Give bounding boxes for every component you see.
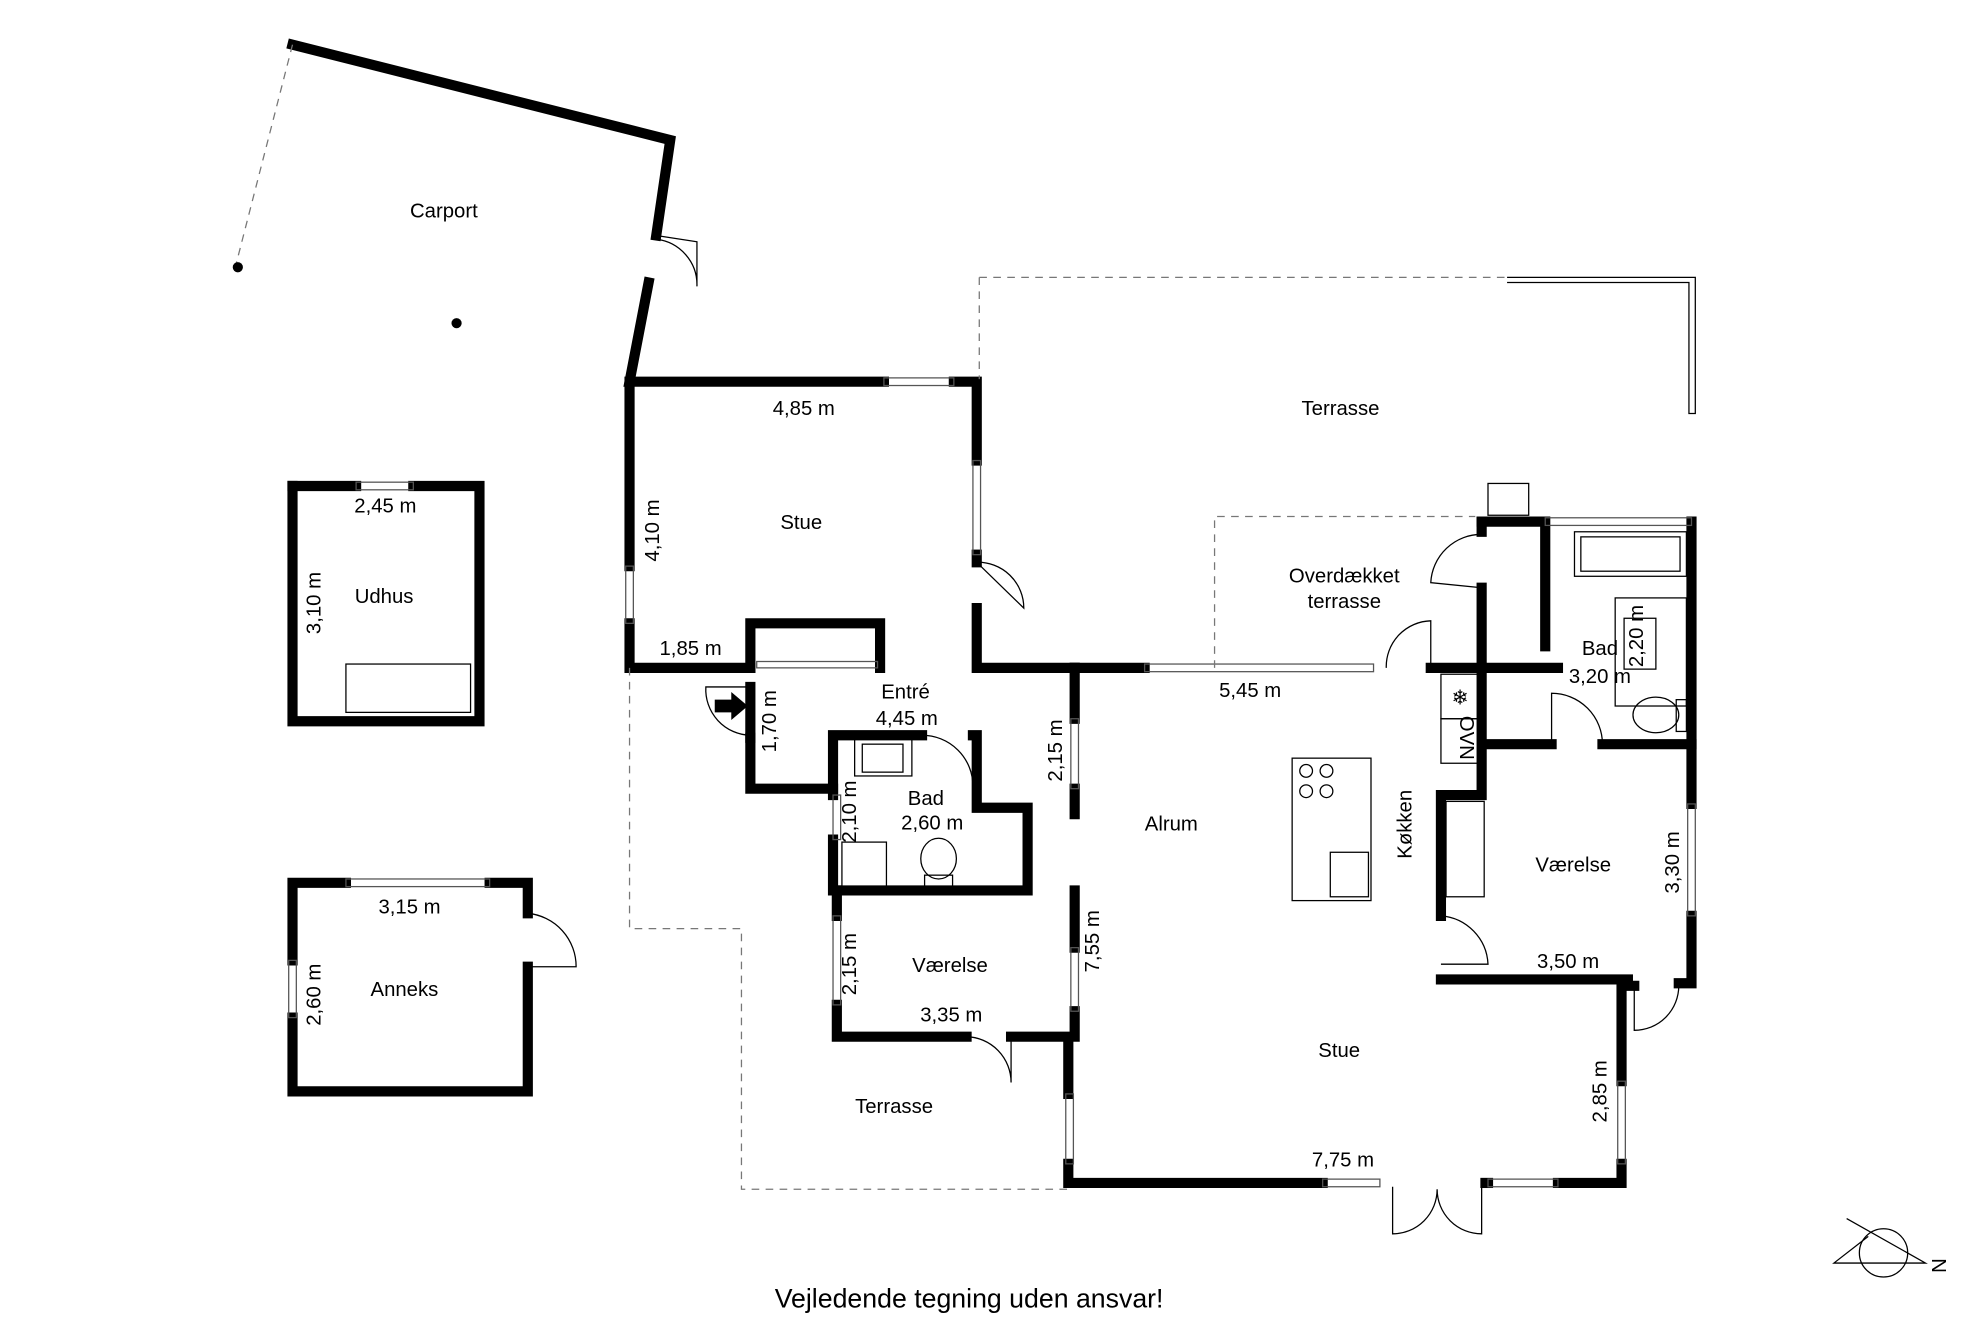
oven-label: OVN: [1455, 716, 1477, 760]
room-bad-right: Bad: [1582, 638, 1618, 660]
freezer-icon: ❄: [1451, 688, 1468, 710]
dim-label: 2,45 m: [354, 496, 416, 518]
dim-label: 3,15 m: [378, 896, 440, 918]
carport-post: [451, 318, 462, 329]
entrance-arrow-icon: [714, 692, 748, 721]
room-stue-left: Stue: [780, 512, 822, 534]
room-kokken: Køkken: [1395, 790, 1417, 859]
dim-label: 4,10 m: [642, 499, 664, 561]
dim-label: 5,45 m: [1219, 680, 1281, 702]
room-vaerelse-left: Værelse: [912, 955, 988, 977]
dim-label: 3,20 m: [1569, 666, 1631, 688]
fixtures: [345, 482, 1688, 902]
dim-label: 2,10 m: [839, 780, 861, 842]
room-vaerelse-right: Værelse: [1535, 854, 1611, 876]
room-labels: Carport Udhus Anneks Stue Terrasse Overd…: [355, 201, 1618, 1118]
room-alrum: Alrum: [1145, 814, 1198, 836]
room-stue-main: Stue: [1318, 1040, 1360, 1062]
carport-post: [232, 262, 243, 273]
terrace-outlines: [234, 44, 1696, 1190]
dim-label: 7,75 m: [1312, 1149, 1374, 1171]
dim-label: 2,20 m: [1626, 605, 1648, 667]
svg-text:N: N: [1927, 1258, 1949, 1273]
dim-label: 1,85 m: [660, 638, 722, 660]
disclaimer-text: Vejledende tegning uden ansvar!: [775, 1284, 1164, 1314]
dim-label: 2,85 m: [1589, 1060, 1611, 1122]
dim-label: 2,60 m: [901, 812, 963, 834]
dim-label: 3,50 m: [1537, 951, 1599, 973]
room-udhus: Udhus: [355, 586, 414, 608]
room-bad-left: Bad: [908, 788, 944, 810]
room-overdaekket-2: terrasse: [1308, 591, 1381, 613]
dim-label: 7,55 m: [1082, 910, 1104, 972]
dim-label: 4,45 m: [876, 708, 938, 730]
walls: [286, 38, 1697, 1189]
dim-label: 4,85 m: [773, 398, 835, 420]
room-entre: Entré: [881, 681, 930, 703]
dim-label: 3,35 m: [920, 1004, 982, 1026]
dim-label: 2,15 m: [839, 933, 861, 995]
dimension-labels: 2,45 m 3,10 m 3,15 m 2,60 m 4,85 m 4,10 …: [303, 398, 1683, 1172]
room-terrasse-top: Terrasse: [1301, 398, 1379, 420]
dim-label: 3,30 m: [1662, 831, 1684, 893]
room-anneks: Anneks: [371, 979, 439, 1001]
room-terrasse-bottom: Terrasse: [855, 1096, 933, 1118]
room-overdaekket: Overdækket: [1289, 566, 1400, 588]
dim-label: 3,10 m: [303, 572, 325, 634]
dim-label: 2,15 m: [1045, 719, 1067, 781]
compass-icon: N: [1832, 1217, 1949, 1278]
doors: [527, 234, 1680, 1235]
windows: [288, 377, 1696, 1188]
dim-label: 2,60 m: [303, 964, 325, 1026]
dim-label: 1,70 m: [759, 690, 781, 752]
room-carport: Carport: [410, 201, 478, 223]
